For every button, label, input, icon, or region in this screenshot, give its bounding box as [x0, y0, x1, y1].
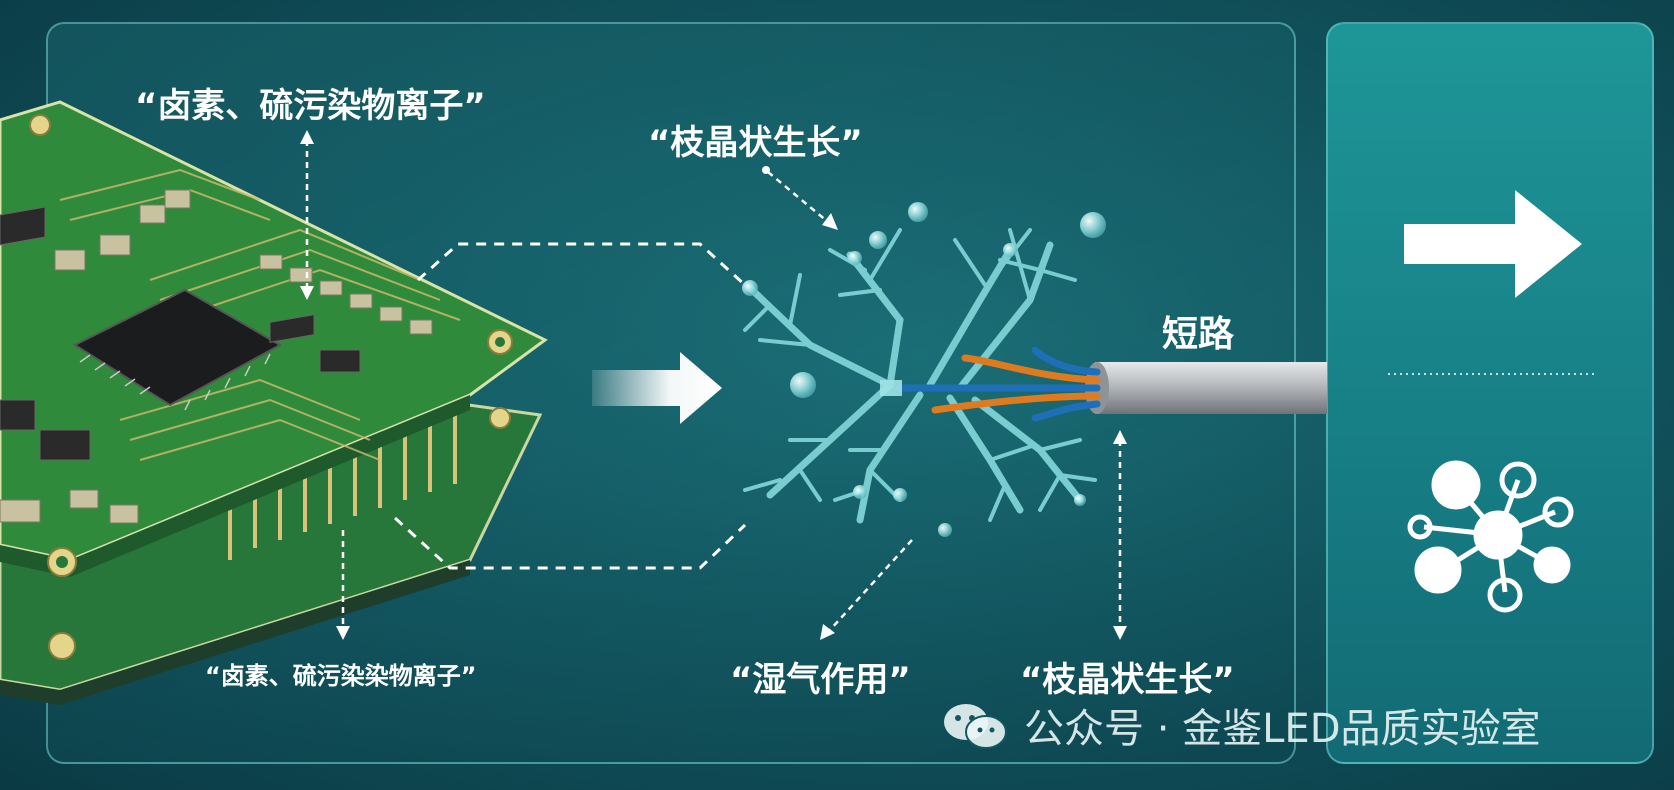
flow-arrow-icon — [592, 352, 722, 424]
cable-illustration — [880, 346, 1327, 422]
label-dendrite-growth-top: “枝晶状生长” — [648, 123, 863, 163]
moisture-droplets — [742, 202, 1106, 537]
label-moisture-effect: “湿气作用” — [730, 660, 911, 700]
label-short-circuit: 短路 — [1162, 314, 1235, 355]
indicator-arrowheads — [300, 130, 1127, 640]
callout-connector — [393, 242, 747, 570]
watermark: 公众号 · 金鉴LED品质实验室 — [940, 700, 1541, 752]
network-nodes-icon — [1407, 460, 1574, 613]
wechat-icon — [944, 704, 1007, 749]
dendrite-illustration — [743, 228, 1097, 524]
indicator-arrows — [305, 140, 1122, 631]
right-arrow-icon — [1404, 190, 1582, 298]
label-halogen-ions-bottom: “卤素、硫污染染物离子” — [205, 662, 477, 690]
side-panel — [1326, 22, 1654, 764]
watermark-text: 公众号 · 金鉴LED品质实验室 — [1024, 706, 1541, 752]
pcb-board-illustration — [0, 100, 548, 705]
label-dendrite-growth-bottom: “枝晶状生长” — [1020, 660, 1235, 700]
label-halogen-ions-top: “卤素、硫污染物离子” — [135, 86, 486, 126]
